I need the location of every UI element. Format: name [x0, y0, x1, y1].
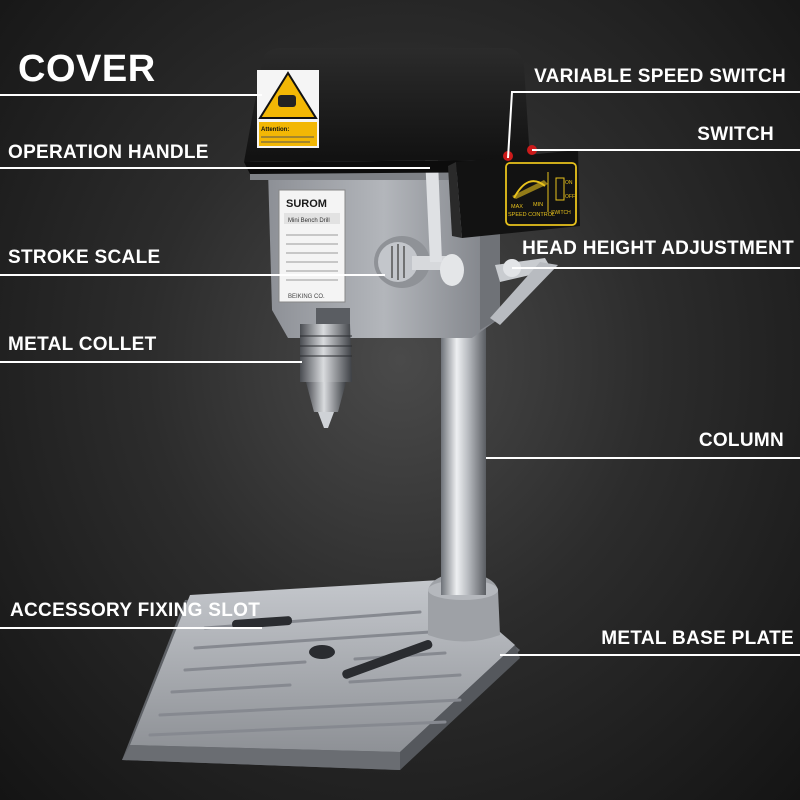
- cover: Attention:: [244, 48, 530, 174]
- switch-on-label: ON: [565, 180, 573, 186]
- switch-off-label: OFF: [565, 194, 575, 200]
- stroke-scale: [374, 236, 464, 288]
- switch-caption: SWITCH: [551, 210, 571, 216]
- control-box: MAX MIN SPEED CONTROL ON OFF SWITCH: [448, 145, 580, 238]
- column: [441, 300, 486, 595]
- accessory-fixing-slot-mark: [232, 616, 293, 629]
- model-name-label: Mini Bench Drill: [288, 218, 330, 224]
- stroke-scale-label: STROKE SCALE: [8, 247, 161, 268]
- cover-label: COVER: [18, 48, 156, 90]
- variable-speed-switch-callout-line: [507, 91, 800, 159]
- head-height-adjustment-label: HEAD HEIGHT ADJUSTMENT: [522, 238, 794, 259]
- column-label: COLUMN: [698, 430, 784, 451]
- switch-label: SWITCH: [697, 124, 774, 145]
- base-slots: [148, 610, 462, 737]
- metal-base-plate-label: METAL BASE PLATE: [601, 628, 794, 649]
- metal-collet: [300, 308, 352, 428]
- spec-plate: SUROM Mini Bench Drill BEIKING CO.: [278, 189, 346, 303]
- accessory-fixing-slot-label: ACCESSORY FIXING SLOT: [10, 600, 261, 621]
- warning-title: Attention:: [261, 127, 289, 133]
- brand-label: SUROM: [286, 198, 327, 210]
- speed-control-caption: SPEED CONTROL: [508, 212, 555, 218]
- base-plate: [122, 572, 520, 770]
- callout-lines: [0, 91, 800, 656]
- speed-max-label: MAX: [511, 204, 523, 210]
- metal-collet-label: METAL COLLET: [8, 334, 157, 355]
- variable-speed-switch-label: VARIABLE SPEED SWITCH: [534, 66, 786, 87]
- operation-handle-label: OPERATION HANDLE: [8, 142, 209, 163]
- maker-label: BEIKING CO.: [288, 294, 325, 300]
- speed-min-label: MIN: [533, 202, 543, 208]
